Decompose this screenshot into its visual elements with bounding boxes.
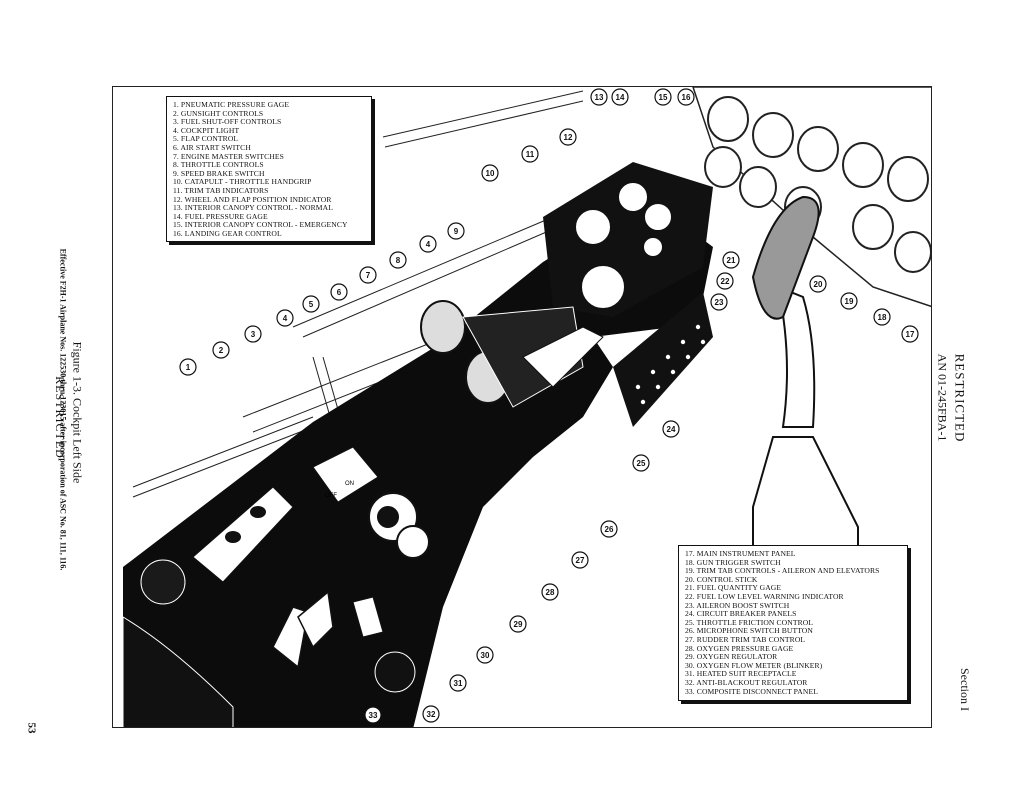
legend-item: 9. SPEED BRAKE SWITCH (173, 168, 265, 178)
figure-caption: Figure 1-3. Cockpit Left Side (70, 341, 85, 484)
svg-text:10: 10 (486, 169, 495, 178)
legend-item: 25. THROTTLE FRICTION CONTROL (685, 617, 814, 627)
legend-item: 20. CONTROL STICK (685, 574, 758, 584)
legend-item: 22. FUEL LOW LEVEL WARNING INDICATOR (685, 591, 844, 601)
svg-text:26: 26 (605, 525, 614, 534)
svg-text:21: 21 (727, 256, 736, 265)
svg-text:2: 2 (219, 346, 224, 355)
legend-item: 27. RUDDER TRIM TAB CONTROL (685, 634, 806, 644)
legend-item: 8. THROTTLE CONTROLS (173, 160, 264, 170)
legend-item: 10. CATAPULT - THROTTLE HANDGRIP (173, 177, 312, 187)
legend-item: 33. COMPOSITE DISCONNECT PANEL (685, 686, 818, 696)
svg-text:23: 23 (715, 298, 724, 307)
svg-text:32: 32 (427, 710, 436, 719)
legend-item: 6. AIR START SWITCH (173, 142, 251, 152)
page-number: 53 (25, 722, 38, 734)
svg-text:19: 19 (845, 297, 854, 306)
svg-text:17: 17 (906, 330, 915, 339)
svg-text:16: 16 (682, 93, 691, 102)
svg-text:4: 4 (426, 240, 431, 249)
legend-item: 1. PNEUMATIC PRESSURE GAGE (173, 100, 290, 109)
circuit-breaker-panel (613, 292, 713, 427)
svg-text:30: 30 (481, 651, 490, 660)
legend-item: 19. TRIM TAB CONTROLS - AILERON AND ELEV… (685, 566, 880, 576)
svg-text:24: 24 (667, 425, 676, 434)
legend-item: 5. FLAP CONTROL (173, 134, 239, 144)
svg-text:25: 25 (637, 459, 646, 468)
fuel-on-label: ON (345, 481, 354, 487)
legend-item: 13. INTERIOR CANOPY CONTROL - NORMAL (173, 203, 333, 213)
legend-item: 32. ANTI-BLACKOUT REGULATOR (685, 677, 808, 687)
svg-text:11: 11 (526, 150, 535, 159)
legend-item: 26. MICROPHONE SWITCH BUTTON (685, 626, 813, 636)
svg-text:20: 20 (814, 280, 823, 289)
gunsight-panel (192, 486, 294, 583)
legend-item: 12. WHEEL AND FLAP POSITION INDICATOR (173, 194, 332, 204)
legend-item: 28. OXYGEN PRESSURE GAGE (685, 643, 794, 653)
svg-text:33: 33 (369, 711, 378, 720)
fuel-off-label: OFF (325, 493, 337, 499)
svg-text:31: 31 (454, 679, 463, 688)
fuel-shutoff-panel: ON OFF (312, 446, 379, 503)
legend-item: 7. ENGINE MASTER SWITCHES (173, 151, 284, 161)
oxygen-gauges (368, 492, 430, 559)
svg-text:7: 7 (366, 271, 371, 280)
legend-item: 16. LANDING GEAR CONTROL (173, 228, 282, 238)
svg-text:27: 27 (576, 556, 585, 565)
legend-item: 17. MAIN INSTRUMENT PANEL (685, 549, 796, 558)
callout-numbers: 1 2 3 4 4 5 6 7 8 9 10 11 12 13 14 15 16… (186, 93, 915, 720)
legend-item: 24. CIRCUIT BREAKER PANELS (685, 609, 797, 619)
svg-text:28: 28 (546, 588, 555, 597)
cockpit-illustration: ON OFF (112, 86, 932, 728)
svg-text:4: 4 (283, 314, 288, 323)
anti-blackout-regulator (352, 596, 416, 693)
legend-item: 14. FUEL PRESSURE GAGE (173, 211, 268, 221)
legend-item: 29. OXYGEN REGULATOR (685, 652, 778, 662)
legend-item: 21. FUEL QUANTITY GAGE (685, 583, 782, 593)
throttle-quadrant (420, 300, 604, 408)
svg-text:12: 12 (564, 133, 573, 142)
legend-items-17-33: 17. MAIN INSTRUMENT PANEL 18. GUN TRIGGE… (678, 545, 908, 701)
legend-item: 3. FUEL SHUT-OFF CONTROLS (173, 117, 282, 127)
svg-text:8: 8 (396, 256, 401, 265)
header-restricted: RESTRICTED (952, 353, 968, 443)
legend-items-1-16: 1. PNEUMATIC PRESSURE GAGE 2. GUNSIGHT C… (166, 96, 372, 242)
svg-text:14: 14 (616, 93, 625, 102)
legend-item: 31. HEATED SUIT RECEPTACLE (685, 669, 797, 679)
svg-text:5: 5 (309, 300, 314, 309)
composite-disconnect (122, 559, 334, 727)
svg-text:18: 18 (878, 313, 887, 322)
legend-item: 4. COCKPIT LIGHT (173, 125, 240, 135)
svg-text:22: 22 (721, 277, 730, 286)
legend-item: 18. GUN TRIGGER SWITCH (685, 557, 781, 567)
header-doc-number: AN 01-245FBA-1 (935, 353, 950, 442)
svg-text:9: 9 (454, 227, 459, 236)
svg-text:15: 15 (659, 93, 668, 102)
svg-text:29: 29 (514, 620, 523, 629)
legend-item: 30. OXYGEN FLOW METER (BLINKER) (685, 660, 823, 670)
section-label: Section I (958, 668, 972, 711)
cockpit-drawing: ON OFF (122, 87, 931, 727)
control-stick (751, 195, 859, 548)
svg-text:13: 13 (595, 93, 604, 102)
legend-item: 2. GUNSIGHT CONTROLS (173, 108, 264, 118)
svg-text:1: 1 (186, 363, 191, 372)
legend-item: 23. AILERON BOOST SWITCH (685, 600, 790, 610)
legend-item: 11. TRIM TAB INDICATORS (173, 185, 269, 195)
footer-restricted: RESTRICTED (52, 376, 67, 459)
callout-markers: 1 2 3 4 4 5 6 7 8 9 10 11 12 13 14 15 16… (179, 88, 919, 724)
svg-text:6: 6 (337, 288, 342, 297)
svg-text:3: 3 (251, 330, 256, 339)
forward-gauges (543, 162, 713, 317)
legend-item: 15. INTERIOR CANOPY CONTROL - EMERGENCY (173, 220, 348, 230)
